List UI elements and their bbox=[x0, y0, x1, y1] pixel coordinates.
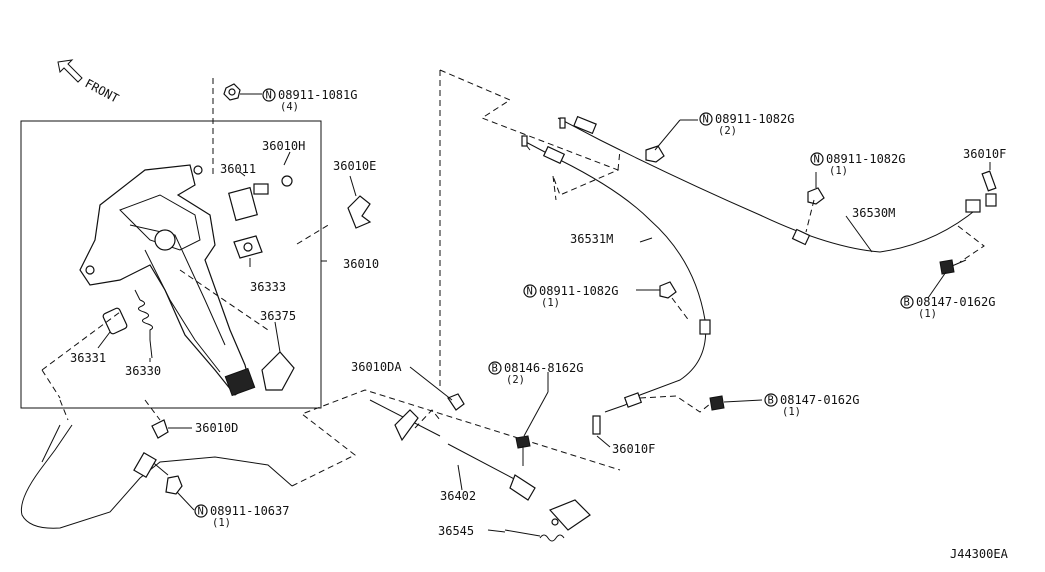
fastener-callout: B 08147-0162G (1) bbox=[764, 393, 859, 418]
front-cable bbox=[20, 424, 293, 529]
fastener-part-number: 08146-8162G bbox=[504, 361, 583, 375]
spring-36545 bbox=[539, 534, 565, 542]
fastener-symbol: B bbox=[492, 363, 498, 375]
fastener-quantity: (1) bbox=[918, 308, 937, 320]
fastener-part-number: 08911-1082G bbox=[826, 152, 905, 166]
label-36010D: 36010D bbox=[195, 421, 238, 435]
parking-brake-pedal bbox=[79, 164, 256, 397]
label-36333: 36333 bbox=[250, 280, 286, 294]
clip-36010D bbox=[151, 419, 169, 439]
nut-icon bbox=[447, 393, 465, 411]
fastener-symbol: N bbox=[703, 114, 709, 126]
fastener-quantity: (2) bbox=[718, 125, 737, 137]
fastener-symbol: N bbox=[814, 154, 820, 166]
fastener-quantity: (2) bbox=[506, 374, 525, 386]
label-36010: 36010 bbox=[343, 257, 379, 271]
label-36011: 36011 bbox=[220, 162, 256, 176]
fastener-quantity: (4) bbox=[280, 101, 299, 113]
fastener-callout: N 08911-10637 (1) bbox=[194, 504, 289, 529]
fastener-callout: N 08911-1082G (1) bbox=[523, 284, 618, 309]
label-36375: 36375 bbox=[260, 309, 296, 323]
label-36531M: 36531M bbox=[570, 232, 613, 246]
fastener-part-number: 08147-0162G bbox=[916, 295, 995, 309]
rear-cable-left bbox=[521, 139, 711, 413]
fastener-symbol: B bbox=[904, 297, 910, 309]
nut-icon bbox=[165, 475, 183, 495]
label-36010E: 36010E bbox=[333, 159, 376, 173]
nut-icon bbox=[645, 145, 665, 163]
pedal-assembly-frame bbox=[20, 120, 322, 409]
switch-36011 bbox=[228, 175, 293, 222]
fastener-symbol: N bbox=[266, 90, 272, 102]
fastener-symbol: B bbox=[768, 395, 774, 407]
label-36545: 36545 bbox=[438, 524, 474, 538]
fastener-part-number: 08911-1082G bbox=[715, 112, 794, 126]
part-36333 bbox=[233, 235, 263, 259]
clip-36010E bbox=[347, 195, 372, 229]
fastener-quantity: (1) bbox=[829, 165, 848, 177]
nut-icon bbox=[659, 281, 677, 299]
label-36331: 36331 bbox=[70, 351, 106, 365]
fastener-callout: N 08911-1082G (2) bbox=[699, 112, 794, 137]
part-36375 bbox=[261, 351, 295, 391]
part-36331 bbox=[102, 307, 128, 335]
fastener-callout: N 08911-1081G (4) bbox=[262, 88, 357, 113]
diagram-code: J44300EA bbox=[950, 547, 1009, 561]
spring-36330 bbox=[134, 289, 154, 359]
fastener-quantity: (1) bbox=[212, 517, 231, 529]
fastener-callout: B 08146-8162G (2) bbox=[488, 361, 583, 386]
label-36010DA: 36010DA bbox=[351, 360, 402, 374]
fastener-callout: B 08147-0162G (1) bbox=[900, 295, 995, 320]
fastener-part-number: 08911-10637 bbox=[210, 504, 289, 518]
label-36010H: 36010H bbox=[262, 139, 305, 153]
rear-cable-right bbox=[557, 115, 997, 253]
front-arrow-icon bbox=[57, 59, 83, 83]
front-label: FRONT bbox=[83, 76, 121, 105]
label-36330: 36330 bbox=[125, 364, 161, 378]
fastener-part-number: 08911-1082G bbox=[539, 284, 618, 298]
nut-icon bbox=[223, 83, 241, 101]
fastener-quantity: (1) bbox=[782, 406, 801, 418]
label-36010F-mid: 36010F bbox=[612, 442, 655, 456]
fastener-quantity: (1) bbox=[541, 297, 560, 309]
label-36402: 36402 bbox=[440, 489, 476, 503]
bolt-icon bbox=[709, 395, 725, 411]
fastener-callout: N 08911-1082G (1) bbox=[810, 152, 905, 177]
fastener-symbol: N bbox=[198, 506, 204, 518]
nut-icon bbox=[807, 187, 825, 205]
label-36010F-top: 36010F bbox=[963, 147, 1006, 161]
bolt-icon bbox=[515, 435, 531, 466]
bolt-icon bbox=[939, 259, 967, 275]
fastener-symbol: N bbox=[527, 286, 533, 298]
fastener-part-number: 08147-0162G bbox=[780, 393, 859, 407]
label-36530M: 36530M bbox=[852, 206, 895, 220]
fastener-part-number: 08911-1081G bbox=[278, 88, 357, 102]
equalizer-rod bbox=[369, 399, 591, 531]
